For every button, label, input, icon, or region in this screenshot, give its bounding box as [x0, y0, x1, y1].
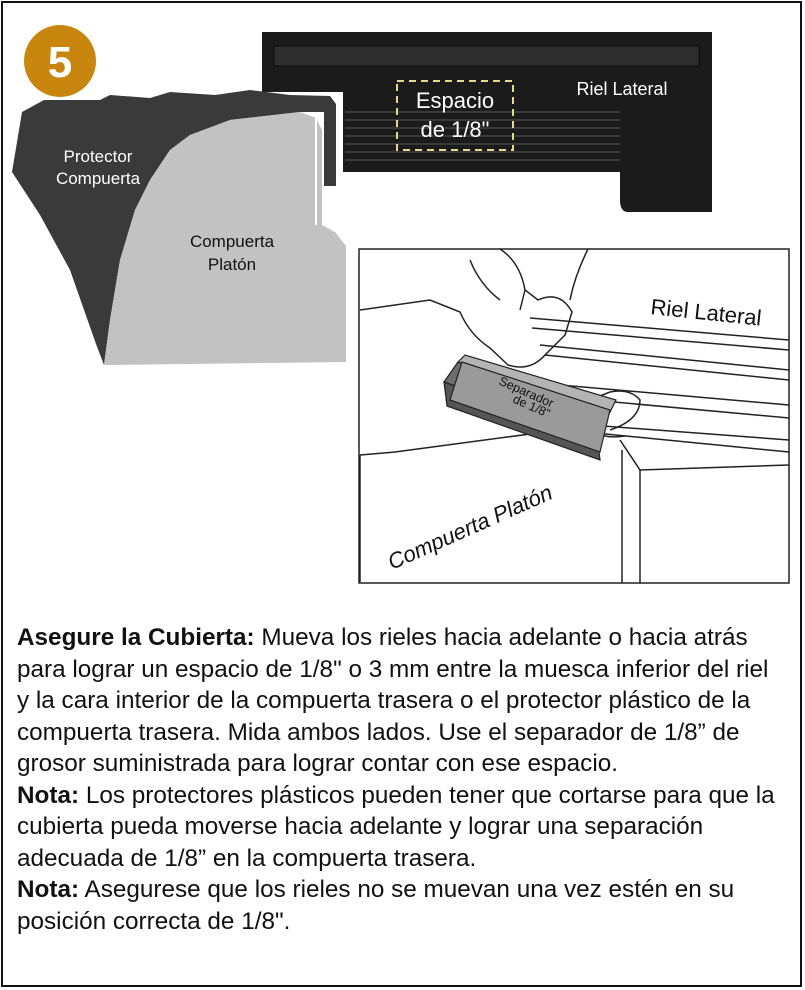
note-body-1: Los protectores plásticos pueden tener q…: [17, 781, 775, 872]
note-title-1: Nota:: [17, 781, 80, 809]
step-number: 5: [48, 38, 72, 87]
protector-label-line1: Protector: [64, 147, 133, 166]
instruction-title: Asegure la Cubierta:: [17, 624, 255, 651]
note-title-2: Nota:: [17, 876, 80, 903]
step-badge-circle: [24, 25, 96, 97]
rail-label: Riel Lateral: [576, 79, 667, 99]
instruction-paragraph: Asegure la Cubierta: Mueva los rieles ha…: [17, 622, 787, 780]
tailgate-illustration: [104, 112, 346, 365]
gap-label-line2: de 1/8": [421, 117, 490, 142]
note-paragraph-2: Nota: Asegurese que los rieles no se mue…: [17, 874, 787, 937]
note-body-2: Asegurese que los rieles no se muevan un…: [17, 876, 735, 935]
protector-label-line2: Compuerta: [56, 169, 141, 188]
tailgate-label-line1: Compuerta: [190, 232, 275, 251]
spacer-block: [443, 354, 617, 461]
detail-inset: Separador de 1/8" Riel Lateral Compuerta…: [358, 248, 790, 584]
instruction-body: Mueva los rieles hacia adelante o hacia …: [17, 624, 769, 777]
gap-marker: [396, 80, 514, 151]
side-rail-illustration: Espacio de 1/8" Riel Lateral: [262, 32, 712, 212]
installation-illustration: 5 Espacio de 1/8" Riel Lateral Protector…: [12, 25, 790, 584]
tailgate-label-line2: Platón: [208, 255, 256, 274]
step-badge: 5: [24, 25, 96, 97]
instructions-text: Asegure la Cubierta: Mueva los rieles ha…: [17, 622, 787, 937]
gap-label-line1: Espacio: [416, 88, 494, 113]
note-paragraph-1: Nota: Los protectores plásticos pueden t…: [17, 780, 787, 875]
tailgate-protector-illustration: [12, 90, 336, 365]
